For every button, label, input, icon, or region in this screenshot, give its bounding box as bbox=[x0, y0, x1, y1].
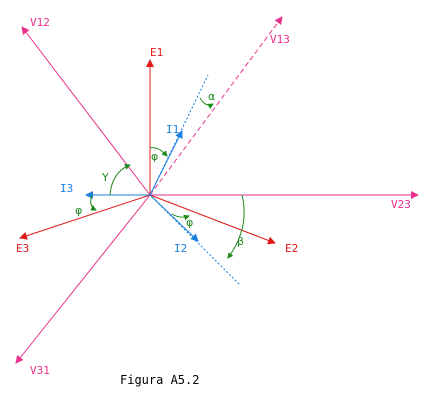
beta-arc bbox=[227, 194, 245, 259]
figure-caption: Figura A5.2 bbox=[120, 373, 199, 387]
v13-label: V13 bbox=[270, 33, 290, 46]
phi-arc-3 bbox=[90, 194, 97, 211]
i2-vector bbox=[149, 194, 199, 242]
alpha-arc bbox=[199, 97, 214, 110]
phi-label-2: φ bbox=[186, 216, 193, 229]
i1-label: I1 bbox=[166, 123, 179, 136]
v31-vector bbox=[15, 194, 151, 364]
i2-label: I2 bbox=[174, 242, 187, 255]
v31-label: V31 bbox=[30, 364, 50, 377]
i1-vector bbox=[149, 130, 183, 196]
gamma-arc bbox=[109, 164, 131, 196]
e2-label: E2 bbox=[285, 242, 298, 255]
e3-label: E3 bbox=[16, 242, 29, 255]
i3-label: I3 bbox=[60, 182, 73, 195]
gamma-label: Y bbox=[101, 171, 109, 184]
e1-label: E1 bbox=[150, 46, 163, 59]
v23-label: V23 bbox=[391, 198, 411, 211]
phi-arc-1 bbox=[149, 147, 168, 157]
v13-vector bbox=[149, 16, 283, 196]
phi-label-3: φ bbox=[75, 204, 82, 217]
beta-label: β bbox=[237, 235, 244, 248]
phi-arc-2 bbox=[171, 213, 190, 221]
v12-label: V12 bbox=[30, 16, 50, 29]
alpha-label: α bbox=[208, 90, 215, 103]
e3-vector bbox=[19, 194, 151, 240]
v12-vector bbox=[21, 26, 151, 196]
e2-vector bbox=[149, 194, 276, 245]
phi-label-1: φ bbox=[151, 150, 158, 163]
